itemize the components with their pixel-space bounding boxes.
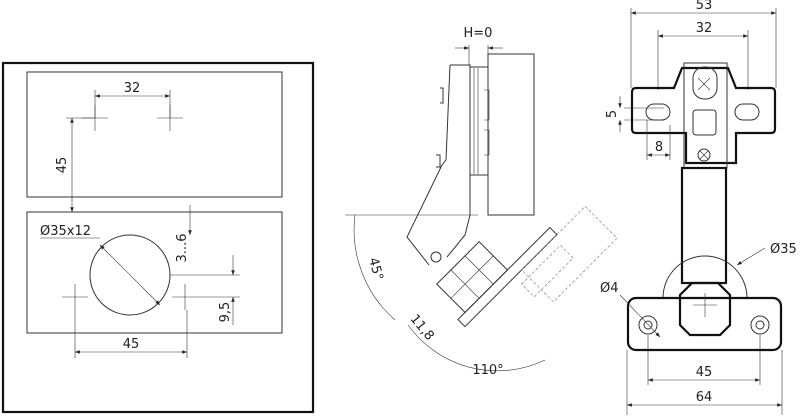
side-view: H=0 45° 11,8 110° [345, 26, 618, 378]
screw-hole-right [750, 315, 770, 335]
template-frame [1, 61, 315, 414]
open-door-assembly [436, 205, 618, 328]
dim-overall-width: 53 [696, 0, 713, 13]
dim-opening-angle: 110° [472, 363, 503, 378]
dim-base-width: 64 [696, 390, 713, 405]
mount-hole-crosses [62, 105, 198, 310]
screw-hole-left [638, 315, 658, 335]
dim-cup-edge: 3...6 [175, 234, 190, 263]
arm-body [683, 62, 728, 169]
dim-thickness: 11,8 [407, 312, 437, 344]
dim-overlay: H=0 [464, 26, 493, 41]
dim-slot-width: 8 [655, 140, 663, 155]
dim-base-screw-spacing: 45 [696, 365, 713, 380]
dim-angle-45: 45° [365, 256, 385, 282]
dim-slot-spacing: 32 [696, 21, 713, 36]
mounting-plate [630, 66, 777, 165]
dim-screw-offset: 9,5 [218, 302, 233, 323]
cup [678, 281, 732, 337]
dim-cup-hole: Ø35x12 [40, 224, 91, 239]
dim-vertical-distance: 45 [55, 157, 70, 174]
door-area [26, 211, 283, 334]
cup-section [469, 66, 489, 176]
arm [680, 166, 728, 285]
front-view: 53 32 5 8 Ø35 Ø4 45 64 [600, 0, 797, 415]
dim-screw-hole: Ø4 [600, 281, 619, 296]
cabinet-side-area [26, 71, 283, 198]
drill-template-panel: 32 45 Ø35x12 3...6 9,5 45 [1, 61, 315, 414]
dim-hole-spacing: 32 [124, 81, 141, 96]
dim-screw-spacing: 45 [123, 337, 140, 352]
dim-cup-diameter: Ø35 [770, 242, 797, 257]
dim-slot-height: 5 [605, 110, 620, 118]
base-plate [626, 296, 783, 352]
door-panel [487, 53, 535, 216]
